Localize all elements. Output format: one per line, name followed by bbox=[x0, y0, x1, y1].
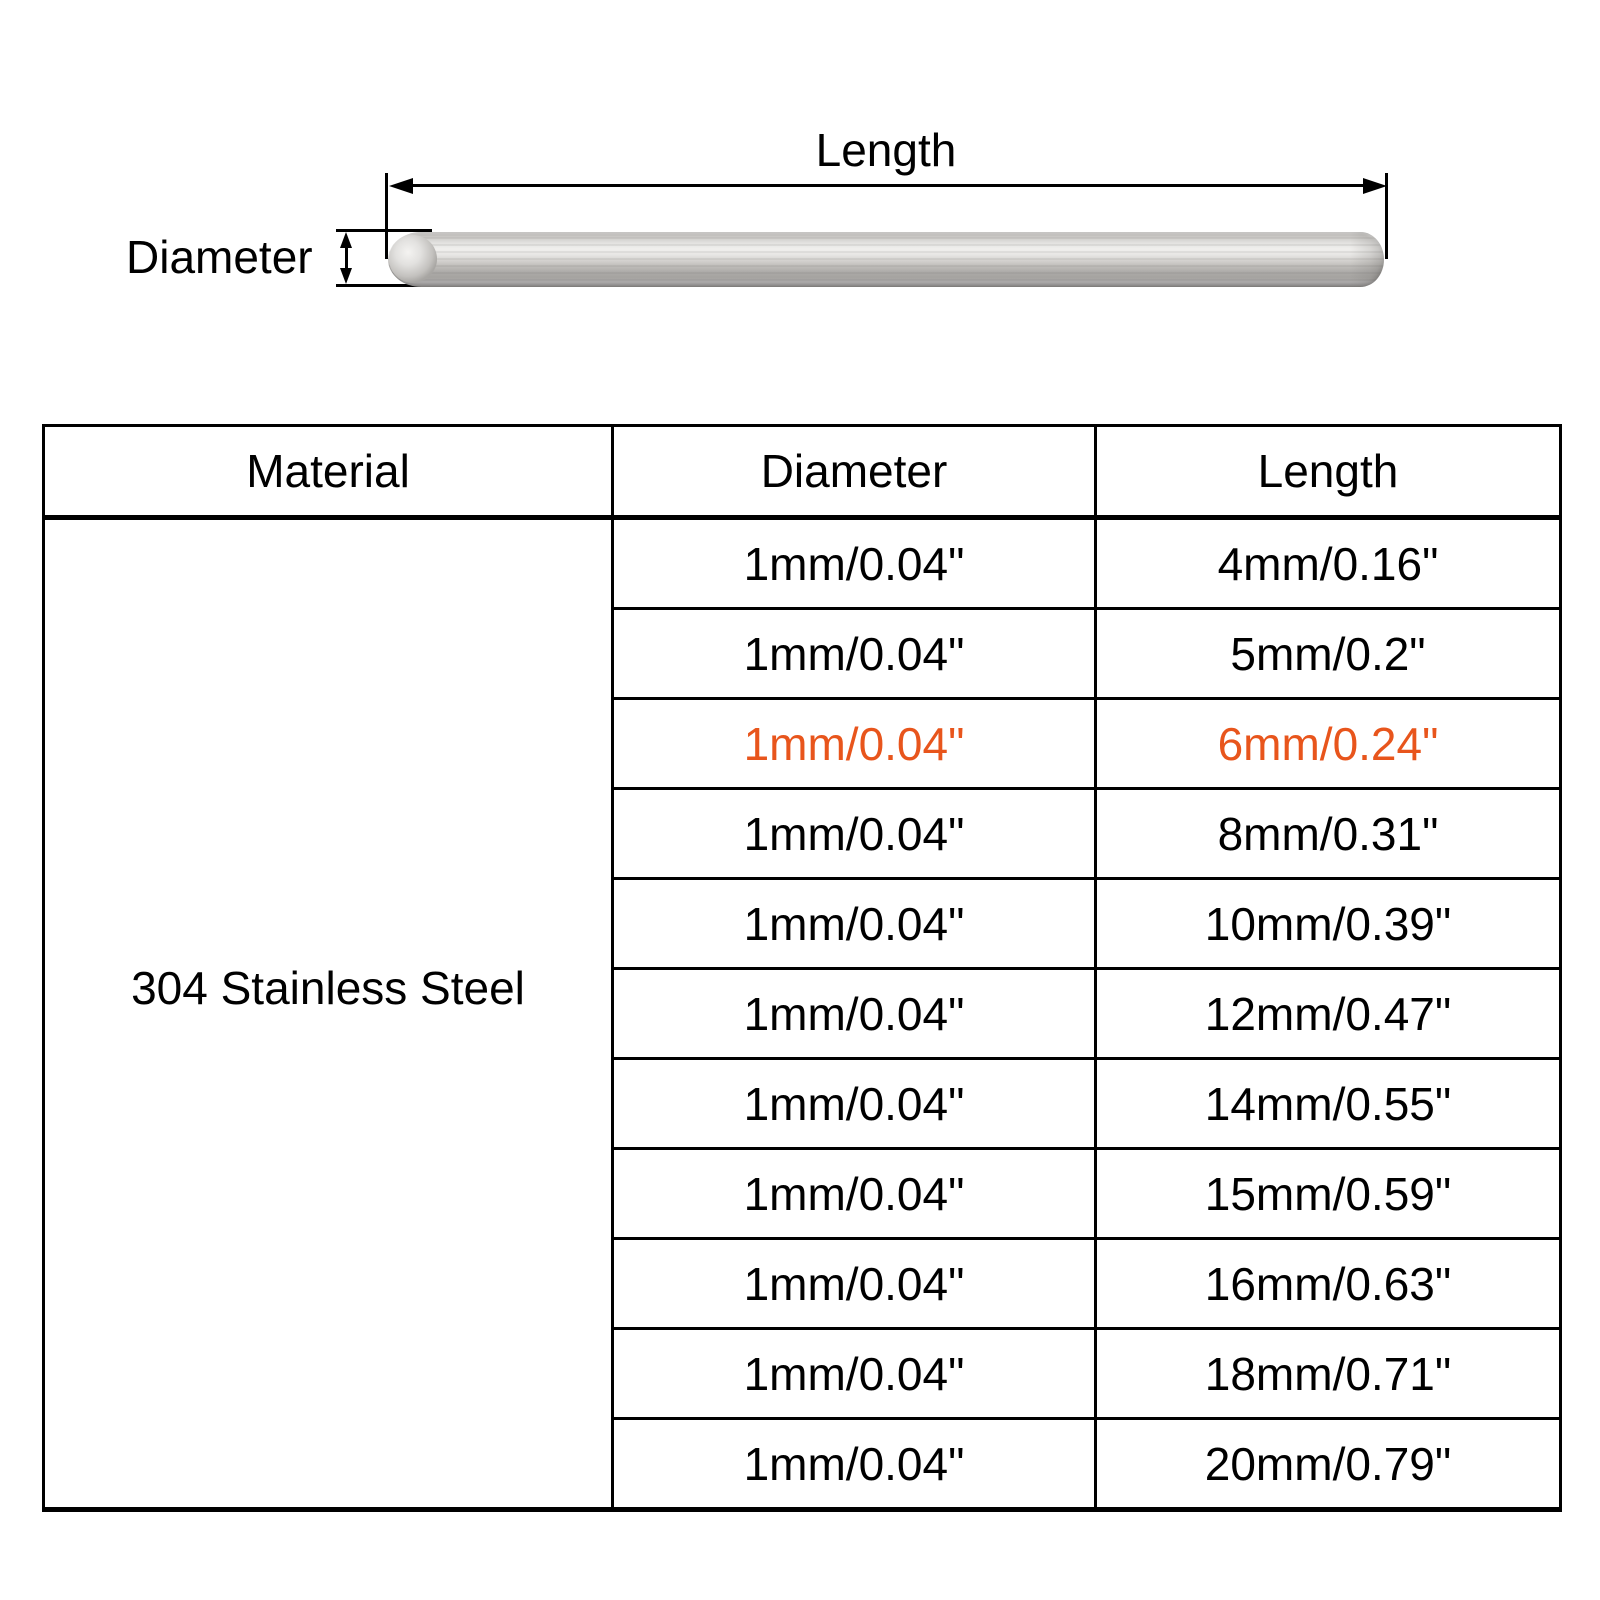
diameter-cell: 1mm/0.04" bbox=[611, 967, 1097, 1060]
diameter-extension-line-top bbox=[336, 229, 432, 232]
table-row: 1mm/0.04" 5mm/0.2" bbox=[44, 607, 1562, 700]
table-row: 1mm/0.04" 10mm/0.39" bbox=[44, 877, 1562, 970]
material-cell: 304 Stainless Steel bbox=[42, 516, 614, 1511]
table-row: 1mm/0.04" 16mm/0.63" bbox=[44, 1237, 1562, 1330]
diameter-cell: 1mm/0.04" bbox=[611, 607, 1097, 700]
diameter-cell: 1mm/0.04" bbox=[611, 1147, 1097, 1240]
length-cell: 14mm/0.55" bbox=[1094, 1057, 1562, 1150]
diameter-cell: 1mm/0.04" bbox=[611, 516, 1097, 610]
table-row: 1mm/0.04" 20mm/0.79" bbox=[44, 1417, 1562, 1511]
table-row: 1mm/0.04" 14mm/0.55" bbox=[44, 1057, 1562, 1150]
steel-rod-image bbox=[388, 232, 1384, 287]
length-dimension-label: Length bbox=[815, 124, 957, 176]
diameter-cell: 1mm/0.04" bbox=[611, 1057, 1097, 1150]
rod-right-end bbox=[1350, 232, 1384, 287]
spec-table: Material Diameter Length 304 Stainless S… bbox=[42, 424, 1562, 1512]
column-header-length: Length bbox=[1094, 424, 1562, 520]
length-cell: 4mm/0.16" bbox=[1094, 516, 1562, 610]
diameter-dimension-line bbox=[345, 243, 348, 273]
column-header-diameter: Diameter bbox=[611, 424, 1097, 520]
arrow-right-icon bbox=[1363, 178, 1387, 194]
length-cell: 18mm/0.71" bbox=[1094, 1327, 1562, 1420]
table-header-row: Material Diameter Length bbox=[42, 424, 1562, 520]
extension-line-left bbox=[385, 173, 388, 259]
diameter-cell: 1mm/0.04" bbox=[611, 877, 1097, 970]
length-cell: 10mm/0.39" bbox=[1094, 877, 1562, 970]
table-row: 1mm/0.04" 18mm/0.71" bbox=[44, 1327, 1562, 1420]
length-cell: 15mm/0.59" bbox=[1094, 1147, 1562, 1240]
table-row: 1mm/0.04" 6mm/0.24" bbox=[44, 697, 1562, 790]
table-row: 1mm/0.04" 15mm/0.59" bbox=[44, 1147, 1562, 1240]
length-cell: 5mm/0.2" bbox=[1094, 607, 1562, 700]
length-cell: 16mm/0.63" bbox=[1094, 1237, 1562, 1330]
length-cell: 20mm/0.79" bbox=[1094, 1417, 1562, 1511]
diameter-cell: 1mm/0.04" bbox=[611, 1237, 1097, 1330]
arrow-down-icon bbox=[340, 268, 352, 284]
rod-round-tip bbox=[389, 235, 437, 283]
diameter-cell: 1mm/0.04" bbox=[611, 1417, 1097, 1511]
extension-line-right bbox=[1385, 173, 1388, 259]
diameter-cell: 1mm/0.04" bbox=[611, 787, 1097, 880]
diameter-cell: 1mm/0.04" bbox=[611, 1327, 1097, 1420]
length-cell: 8mm/0.31" bbox=[1094, 787, 1562, 880]
arrow-left-icon bbox=[389, 178, 413, 194]
diameter-cell: 1mm/0.04" bbox=[611, 697, 1097, 790]
length-cell: 6mm/0.24" bbox=[1094, 697, 1562, 790]
length-dimension-line bbox=[402, 184, 1374, 187]
table-row: 1mm/0.04" 8mm/0.31" bbox=[44, 787, 1562, 880]
material-value: 304 Stainless Steel bbox=[131, 961, 525, 1014]
column-header-material: Material bbox=[42, 424, 614, 520]
diameter-dimension-label: Diameter bbox=[126, 231, 313, 283]
arrow-up-icon bbox=[340, 232, 352, 248]
length-cell: 12mm/0.47" bbox=[1094, 967, 1562, 1060]
diameter-extension-line-bottom bbox=[336, 284, 432, 287]
table-row: 304 Stainless Steel 1mm/0.04" 4mm/0.16" bbox=[42, 516, 1562, 1511]
dimension-diagram: Length Diameter bbox=[0, 0, 1600, 424]
table-row: 1mm/0.04" 12mm/0.47" bbox=[44, 967, 1562, 1060]
